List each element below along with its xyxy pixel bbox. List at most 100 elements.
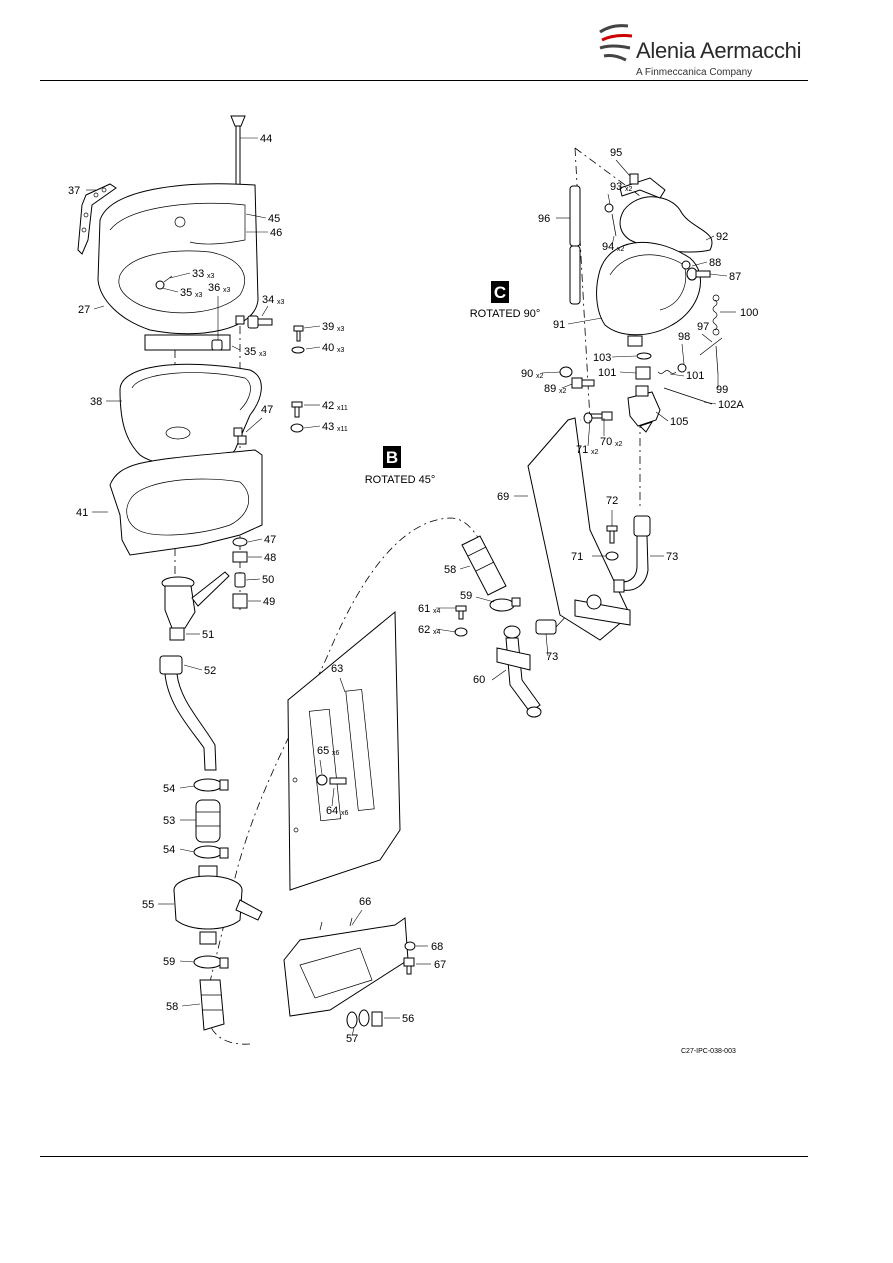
callout-number: 62 xyxy=(418,624,430,636)
callout-quantity: x2 xyxy=(615,441,623,448)
callout-quantity: x2 xyxy=(536,373,544,380)
callout-leader xyxy=(587,419,591,447)
basin-shell-part-27 xyxy=(97,183,259,351)
callout-leader xyxy=(475,596,495,603)
callout-73: 73 xyxy=(545,633,558,663)
callout-leader xyxy=(303,325,321,329)
callout-69: 69 xyxy=(497,491,528,503)
callout-number: 43 xyxy=(322,421,334,433)
callout-58: 58 xyxy=(444,564,471,576)
callout-leader xyxy=(703,401,717,405)
callout-leader xyxy=(561,383,573,389)
callout-leader xyxy=(179,960,195,963)
bolt-part-87 xyxy=(681,260,711,281)
callout-number: 92 xyxy=(716,231,728,243)
callout-54: 54 xyxy=(163,844,195,856)
callout-leader xyxy=(231,345,241,351)
callout-number: 70 xyxy=(600,436,612,448)
callout-number: 47 xyxy=(261,404,273,416)
callout-59: 59 xyxy=(460,590,495,603)
callout-number: 54 xyxy=(163,783,175,795)
hose-part-58-upper xyxy=(461,535,507,596)
callout-number: 61 xyxy=(418,603,430,615)
callout-number: 99 xyxy=(716,384,728,396)
callout-leader xyxy=(607,193,611,205)
callout-quantity: x3 xyxy=(259,351,267,358)
pin-part-97 xyxy=(677,337,723,375)
callout-number: 45 xyxy=(268,213,280,225)
clamp-part-59-upper xyxy=(489,597,521,612)
callout-number: 38 xyxy=(90,396,102,408)
hose-part-53 xyxy=(195,799,221,843)
callout-number: 37 xyxy=(68,185,80,197)
callout-91: 91 xyxy=(553,317,603,331)
callout-leader xyxy=(245,213,267,219)
callout-number: 88 xyxy=(709,257,721,269)
callout-leader xyxy=(169,272,191,279)
callout-88: 88 xyxy=(691,257,721,269)
chain-part-37 xyxy=(77,183,117,255)
callout-47: 47 xyxy=(245,404,273,433)
callout-48: 48 xyxy=(248,552,276,564)
callout-quantity: x2 xyxy=(625,186,633,193)
callout-leader xyxy=(619,371,637,374)
figure-reference: C27-IPC-038-003 xyxy=(681,1048,736,1055)
callout-number: 100 xyxy=(740,307,758,319)
callout-number: 49 xyxy=(263,596,275,608)
mounting-plate-part-69 xyxy=(527,417,631,641)
bolt-part-64 xyxy=(316,774,347,786)
bowl-part-38 xyxy=(119,363,262,467)
callout-leader xyxy=(339,677,346,693)
callout-number: 48 xyxy=(264,552,276,564)
callout-leader xyxy=(351,1027,355,1037)
view-c-letter: C xyxy=(494,283,506,302)
callout-63: 63 xyxy=(331,663,346,693)
valve-part-105 xyxy=(627,385,661,433)
callout-44: 44 xyxy=(240,133,272,145)
callout-leader xyxy=(183,664,203,671)
callout-leader xyxy=(261,305,269,317)
company-logo xyxy=(598,22,798,82)
callout-92: 92 xyxy=(705,231,728,243)
callout-101: 101 xyxy=(598,367,637,379)
callout-leader xyxy=(247,538,263,543)
callout-96: 96 xyxy=(538,213,570,225)
view-b-marker: B ROTATED 45° xyxy=(365,446,436,486)
callout-leader xyxy=(93,305,105,310)
callout-leader xyxy=(541,371,561,374)
phantom-line-hose-route xyxy=(206,517,491,1045)
callout-27: 27 xyxy=(78,304,105,316)
callout-leader xyxy=(655,411,669,422)
screw-part-39 xyxy=(291,325,305,354)
callout-leader xyxy=(545,633,549,657)
callout-leader xyxy=(701,333,713,343)
callout-leader xyxy=(669,373,685,377)
callout-number: 95 xyxy=(610,147,622,159)
callout-number: 58 xyxy=(166,1001,178,1013)
callout-number: 57 xyxy=(346,1033,358,1045)
callout-number: 40 xyxy=(322,342,334,354)
callout-quantity: x3 xyxy=(337,326,345,333)
panel-part-63 xyxy=(287,610,401,891)
callout-number: 71 xyxy=(576,444,588,456)
callout-53: 53 xyxy=(163,815,196,827)
view-b-caption: ROTATED 45° xyxy=(365,474,436,486)
callout-95: 95 xyxy=(610,147,631,177)
nut-part-101 xyxy=(635,366,651,380)
callout-number: 65 xyxy=(317,745,329,757)
pump-part-55 xyxy=(173,865,263,945)
callout-number: 50 xyxy=(262,574,274,586)
clamp-part-59-lower xyxy=(193,955,229,969)
screw-part-42 xyxy=(290,401,304,433)
callout-number: 102A xyxy=(718,399,744,411)
callout-45: 45 xyxy=(245,213,280,225)
